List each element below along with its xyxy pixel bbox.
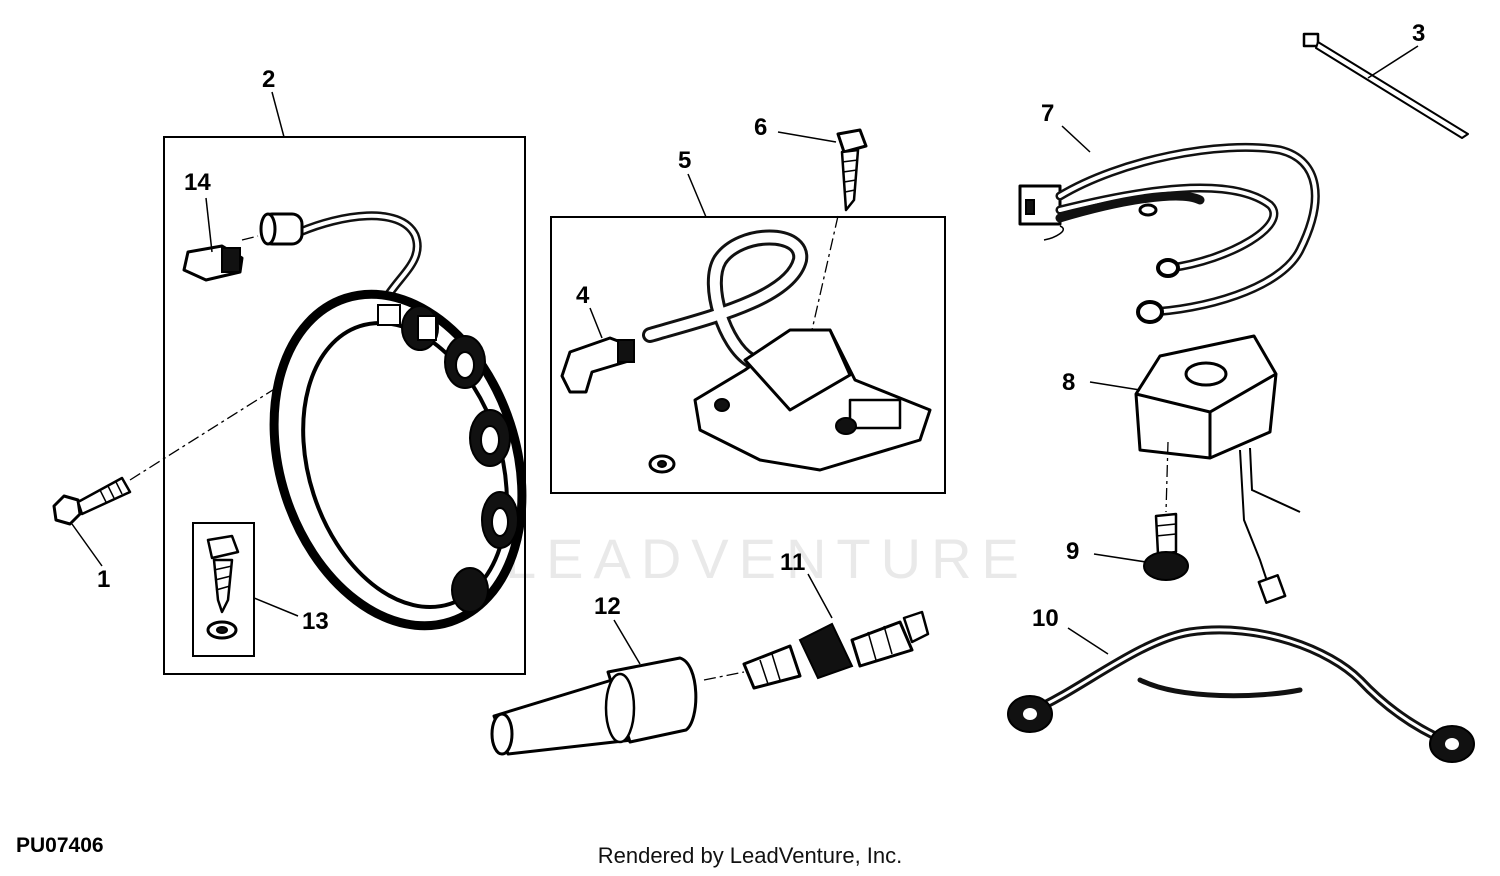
ignition-boot-sleeve-part (490, 656, 698, 756)
callout-11: 11 (780, 549, 805, 576)
spark-plug-boot-part (560, 336, 635, 394)
callout-4: 4 (576, 282, 590, 309)
figure-id: PU07406 (16, 834, 104, 857)
ignition-module-assembly (550, 216, 946, 494)
render-credit: Rendered by LeadVenture, Inc. (597, 843, 903, 868)
callout-10: 10 (1032, 605, 1059, 632)
watermark: LEADVENTURE (505, 527, 1029, 590)
ground-lead-part (1007, 625, 1475, 763)
callout-5: 5 (678, 147, 691, 174)
connector-part (182, 235, 259, 282)
screw-part (811, 128, 868, 331)
stator-assembly (163, 136, 527, 675)
callout-1: 1 (97, 566, 110, 593)
cable-tie-part (1302, 32, 1469, 139)
bolt-part (52, 387, 277, 526)
callout-7: 7 (1041, 100, 1054, 127)
leader-lines (71, 45, 1419, 665)
screw-inset (192, 522, 255, 657)
callout-3: 3 (1412, 20, 1425, 47)
callout-14: 14 (184, 169, 211, 196)
wire-harness-part (1018, 142, 1320, 324)
bolt-9-part (1143, 512, 1189, 581)
callout-13: 13 (302, 608, 329, 635)
callout-2: 2 (262, 66, 275, 93)
callout-8: 8 (1062, 369, 1075, 396)
spark-plug-part (703, 610, 930, 690)
callout-9: 9 (1066, 538, 1079, 565)
callout-labels: 1 2 3 4 5 6 7 8 9 10 11 12 13 14 (97, 20, 1425, 635)
regulator-part (1134, 334, 1301, 605)
callout-12: 12 (594, 593, 621, 620)
callout-6: 6 (754, 114, 767, 141)
